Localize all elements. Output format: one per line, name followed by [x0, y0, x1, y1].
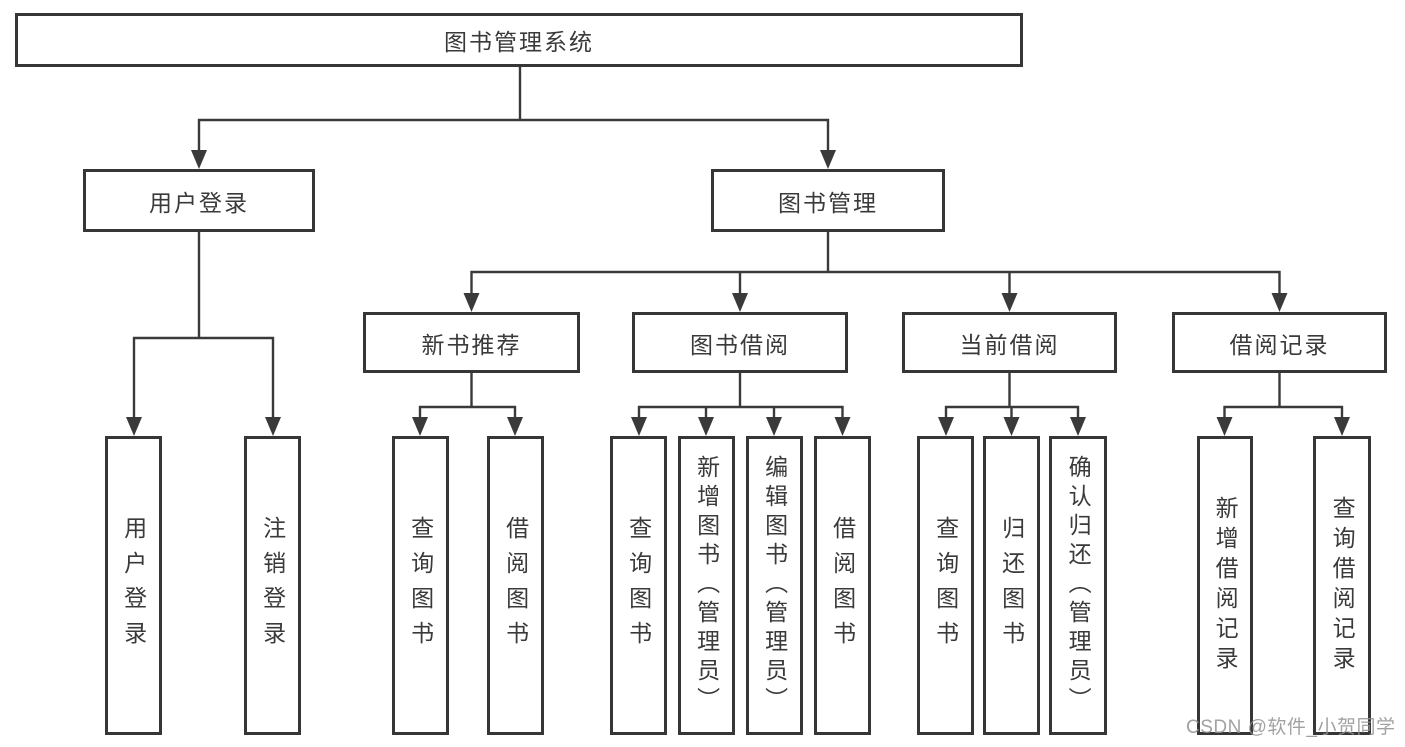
leaf-query-books-1: 查询图书 — [392, 436, 449, 735]
leaf-return-books: 归还图书 — [983, 436, 1040, 735]
leaf-logout: 注销登录 — [244, 436, 301, 735]
arrowhead — [1216, 417, 1233, 436]
arrowhead — [698, 417, 714, 436]
leaf-borrow-books-1: 借阅图书 — [487, 436, 544, 735]
leaf-confirm-return-admin: 确认归还（管理员） — [1049, 436, 1107, 735]
leaf-add-book-admin: 新增图书（管理员） — [678, 436, 735, 735]
node-label: 新增图书（管理员） — [693, 455, 720, 716]
arrowhead — [1334, 417, 1350, 436]
arrowhead — [631, 417, 647, 436]
node-label: 新增借阅记录 — [1212, 495, 1239, 676]
connector-book-management — [470, 231, 1281, 294]
node-label: 归还图书 — [998, 515, 1025, 656]
node-label: 用户登录 — [149, 189, 249, 216]
arrowhead — [463, 293, 480, 312]
node-label: 新书推荐 — [421, 331, 522, 358]
node-label: 用户登录 — [120, 515, 147, 656]
arrowhead — [732, 293, 748, 312]
connector-new-book-recommend — [418, 372, 517, 419]
arrowhead — [191, 150, 207, 169]
node-label: 编辑图书（管理员） — [761, 455, 788, 716]
node-book-borrow: 图书借阅 — [632, 312, 848, 373]
leaf-edit-book-admin: 编辑图书（管理员） — [746, 436, 803, 735]
arrowhead — [1070, 417, 1086, 436]
node-label: 查询借阅记录 — [1329, 495, 1356, 676]
node-label: 借阅记录 — [1229, 331, 1330, 358]
node-book-management: 图书管理 — [711, 169, 945, 232]
node-label: 查询图书 — [407, 515, 434, 656]
leaf-user-login: 用户登录 — [105, 436, 162, 735]
leaf-borrow-books-2: 借阅图书 — [814, 436, 871, 735]
node-user-login: 用户登录 — [83, 169, 315, 232]
arrowhead — [938, 417, 954, 436]
connector-borrow-records — [1223, 372, 1344, 419]
node-new-book-recommend: 新书推荐 — [363, 312, 580, 373]
watermark: CSDN @软件_小贺同学 — [1186, 717, 1396, 738]
arrowhead — [507, 417, 523, 436]
arrowhead — [766, 417, 782, 436]
node-label: 图书管理 — [778, 189, 878, 216]
node-label: 确认归还（管理员） — [1065, 455, 1092, 716]
node-label: 借阅图书 — [829, 515, 856, 656]
arrowhead — [265, 417, 281, 436]
leaf-add-borrow-record: 新增借阅记录 — [1197, 436, 1253, 735]
node-label: 图书管理系统 — [444, 29, 594, 55]
arrowhead — [412, 417, 428, 436]
arrowhead — [126, 417, 142, 436]
node-label: 注销登录 — [259, 515, 286, 656]
node-label: 查询图书 — [932, 515, 959, 656]
leaf-query-books-2: 查询图书 — [610, 436, 667, 735]
leaf-query-books-3: 查询图书 — [917, 436, 974, 735]
node-label: 查询图书 — [625, 515, 652, 656]
node-label: 借阅图书 — [502, 515, 529, 656]
node-label: 图书借阅 — [690, 331, 790, 358]
node-current-borrow: 当前借阅 — [902, 312, 1117, 373]
node-label: 当前借阅 — [959, 331, 1060, 358]
connector-root — [197, 67, 830, 151]
leaf-query-borrow-record: 查询借阅记录 — [1313, 436, 1371, 735]
connector-book-borrow — [637, 372, 844, 419]
arrowhead — [820, 150, 836, 169]
arrowhead — [1001, 293, 1018, 312]
connector-current-borrow — [944, 372, 1080, 419]
arrowhead — [1271, 293, 1288, 312]
connector-user-login — [132, 231, 275, 419]
node-borrow-records: 借阅记录 — [1172, 312, 1387, 373]
arrowhead — [834, 417, 851, 436]
node-root-system: 图书管理系统 — [15, 13, 1023, 67]
arrowhead — [1003, 417, 1020, 436]
